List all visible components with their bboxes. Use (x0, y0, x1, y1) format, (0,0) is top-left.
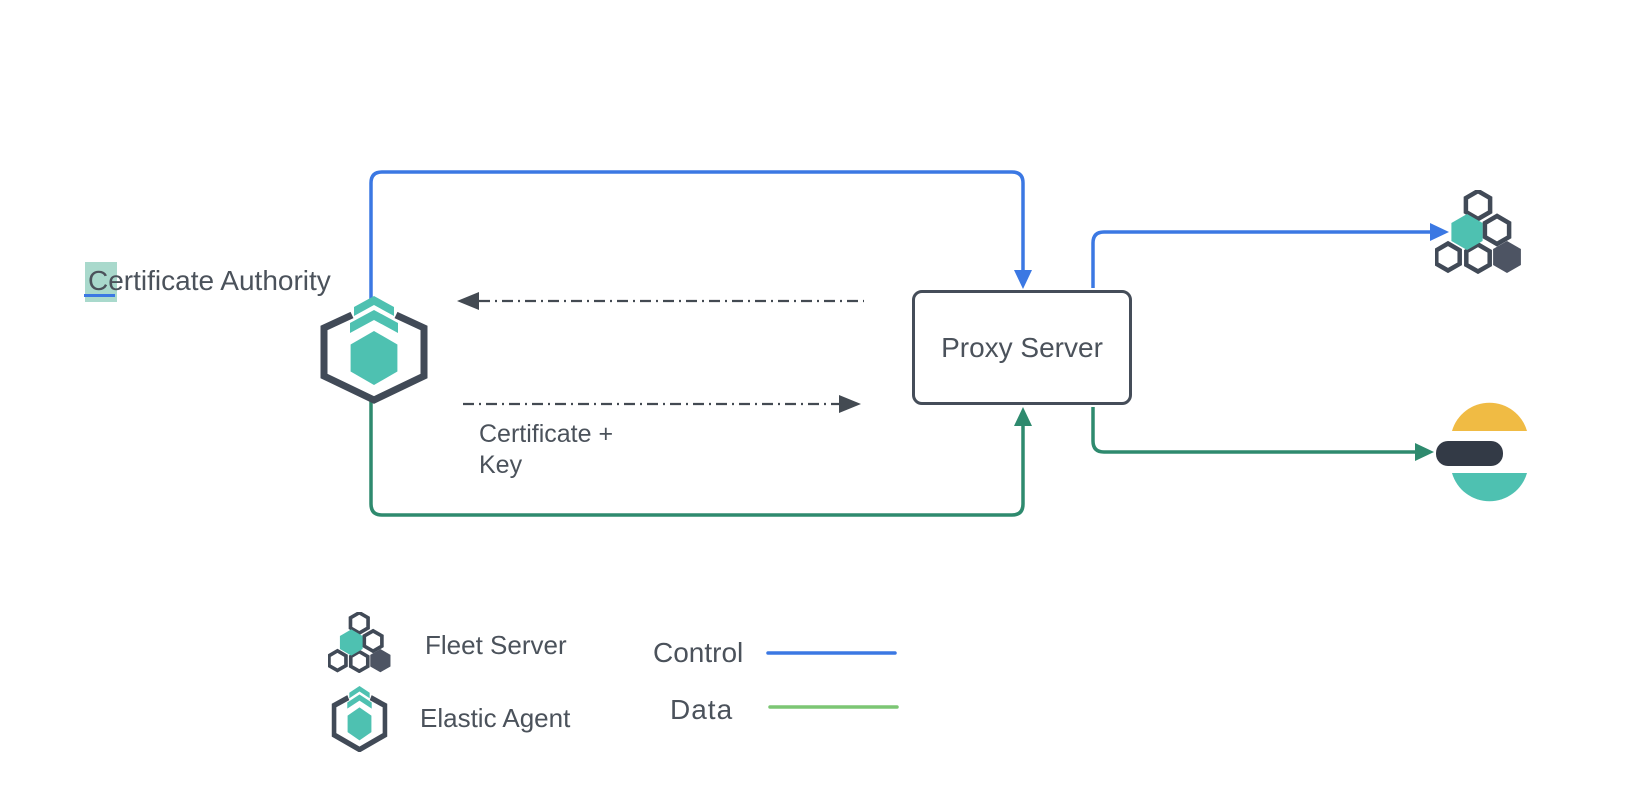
fleet-server-icon (327, 610, 391, 674)
legend-data-label: Data (670, 694, 734, 725)
elastic-agent-icon (320, 296, 428, 404)
fleet-server-node[interactable] (1434, 188, 1523, 275)
elastic-agent-icon (331, 686, 388, 753)
elastic-agent-node[interactable] (318, 296, 430, 404)
arrowhead-up-icon (1014, 407, 1032, 426)
data-connector-proxy-to-elasticsearch[interactable] (1091, 407, 1434, 461)
legend-fleet-server-item[interactable] (327, 610, 392, 674)
legend-elastic-agent-label: Elastic Agent (420, 703, 571, 733)
elasticsearch-node[interactable] (1432, 400, 1528, 504)
proxy-server-label: Proxy Server (941, 331, 1103, 363)
legend-elastic-agent-item[interactable] (331, 686, 388, 753)
dashed-connector-agent-to-proxy[interactable] (463, 395, 861, 413)
certificate-authority-label[interactable]: Certificate Authority (88, 264, 331, 298)
label-rest: ertificate Authority (108, 265, 331, 296)
proxy-server-node[interactable]: Proxy Server (912, 290, 1132, 405)
control-connector-agent-to-proxy[interactable] (369, 170, 1032, 303)
highlighted-char: C (88, 265, 109, 296)
arrowhead-right-icon (1430, 223, 1449, 241)
arrowhead-down-icon (1014, 270, 1032, 289)
arrowhead-right-icon (1415, 443, 1434, 461)
arrowhead-right-icon (839, 395, 861, 413)
text-caret-underline (84, 294, 115, 297)
elasticsearch-icon (1436, 402, 1527, 502)
certificate-key-label[interactable]: Certificate + Key (479, 419, 613, 481)
dashed-connector-proxy-to-agent[interactable] (457, 292, 864, 310)
arrowhead-left-icon (457, 292, 479, 310)
fleet-server-icon (1434, 188, 1521, 275)
legend-fleet-server-label: Fleet Server (425, 630, 567, 660)
certificate-key-line1: Certificate + (479, 420, 614, 448)
certificate-key-line2: Key (479, 451, 523, 479)
control-connector-proxy-to-fleet[interactable] (1091, 223, 1449, 288)
data-connector-agent-to-proxy[interactable] (369, 400, 1032, 517)
legend-control-label: Control (653, 637, 744, 668)
